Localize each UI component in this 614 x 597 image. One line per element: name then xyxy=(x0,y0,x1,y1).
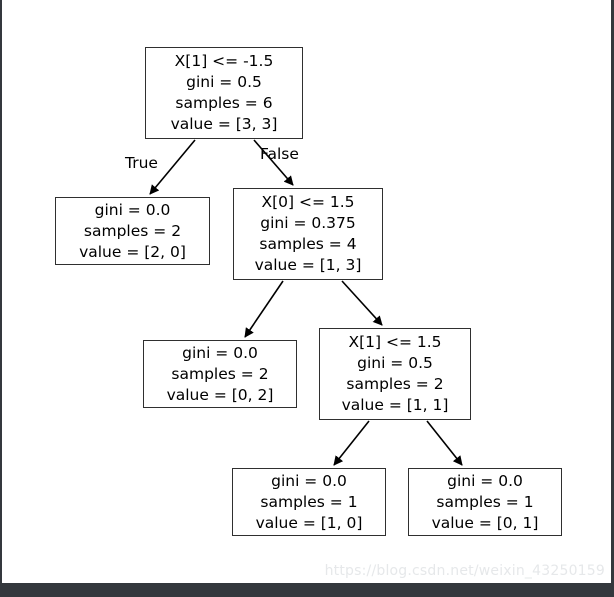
edge-label-false: False xyxy=(260,145,299,163)
node-samples: samples = 6 xyxy=(175,94,273,112)
tree-node-root[interactable]: X[1] <= -1.5 gini = 0.5 samples = 6 valu… xyxy=(145,47,303,139)
node-gini: gini = 0.375 xyxy=(260,214,356,232)
edge-n4-to-left xyxy=(333,420,370,466)
edge-label-true: True xyxy=(125,154,158,172)
node-samples: samples = 1 xyxy=(260,492,358,511)
node-value: value = [1, 3] xyxy=(254,256,362,274)
bottom-bar xyxy=(2,583,611,597)
tree-node-leaf-1[interactable]: gini = 0.0 samples = 2 value = [2, 0] xyxy=(55,197,210,265)
edge-n2-to-left xyxy=(244,280,284,338)
node-gini: gini = 0.0 xyxy=(94,200,171,219)
tree-node-leaf-4[interactable]: gini = 0.0 samples = 1 value = [0, 1] xyxy=(408,468,562,536)
node-samples: samples = 2 xyxy=(171,364,269,383)
node-samples: samples = 2 xyxy=(346,375,444,393)
node-gini: gini = 0.0 xyxy=(447,471,523,490)
tree-node-x1[interactable]: X[1] <= 1.5 gini = 0.5 samples = 2 value… xyxy=(319,328,471,420)
watermark-text: https://blog.csdn.net/weixin_43250159 xyxy=(324,563,605,579)
node-value: value = [0, 2] xyxy=(166,385,274,404)
edge-n4-to-right xyxy=(426,420,463,466)
tree-node-leaf-2[interactable]: gini = 0.0 samples = 2 value = [0, 2] xyxy=(143,340,297,408)
edge-root-to-right xyxy=(253,139,294,186)
node-condition: X[0] <= 1.5 xyxy=(261,193,355,211)
node-samples: samples = 4 xyxy=(259,235,357,253)
node-condition: X[1] <= -1.5 xyxy=(174,52,274,70)
tree-node-leaf-3[interactable]: gini = 0.0 samples = 1 value = [1, 0] xyxy=(232,468,386,536)
edge-n2-to-right xyxy=(341,280,383,326)
edge-root-to-left xyxy=(149,139,196,195)
tree-edges xyxy=(149,139,463,466)
node-gini: gini = 0.5 xyxy=(357,354,433,372)
node-samples: samples = 1 xyxy=(436,492,534,511)
node-value: value = [3, 3] xyxy=(170,115,278,133)
node-samples: samples = 2 xyxy=(83,221,182,240)
node-value: value = [1, 1] xyxy=(341,396,449,414)
node-value: value = [0, 1] xyxy=(431,513,539,532)
node-gini: gini = 0.0 xyxy=(271,471,347,490)
node-gini: gini = 0.0 xyxy=(182,343,258,362)
node-value: value = [2, 0] xyxy=(79,242,186,261)
tree-node-x0[interactable]: X[0] <= 1.5 gini = 0.375 samples = 4 val… xyxy=(233,188,383,280)
diagram-canvas: X[1] <= -1.5 gini = 0.5 samples = 6 valu… xyxy=(2,0,611,580)
node-condition: X[1] <= 1.5 xyxy=(348,333,442,351)
node-value: value = [1, 0] xyxy=(255,513,363,532)
node-gini: gini = 0.5 xyxy=(186,73,262,91)
